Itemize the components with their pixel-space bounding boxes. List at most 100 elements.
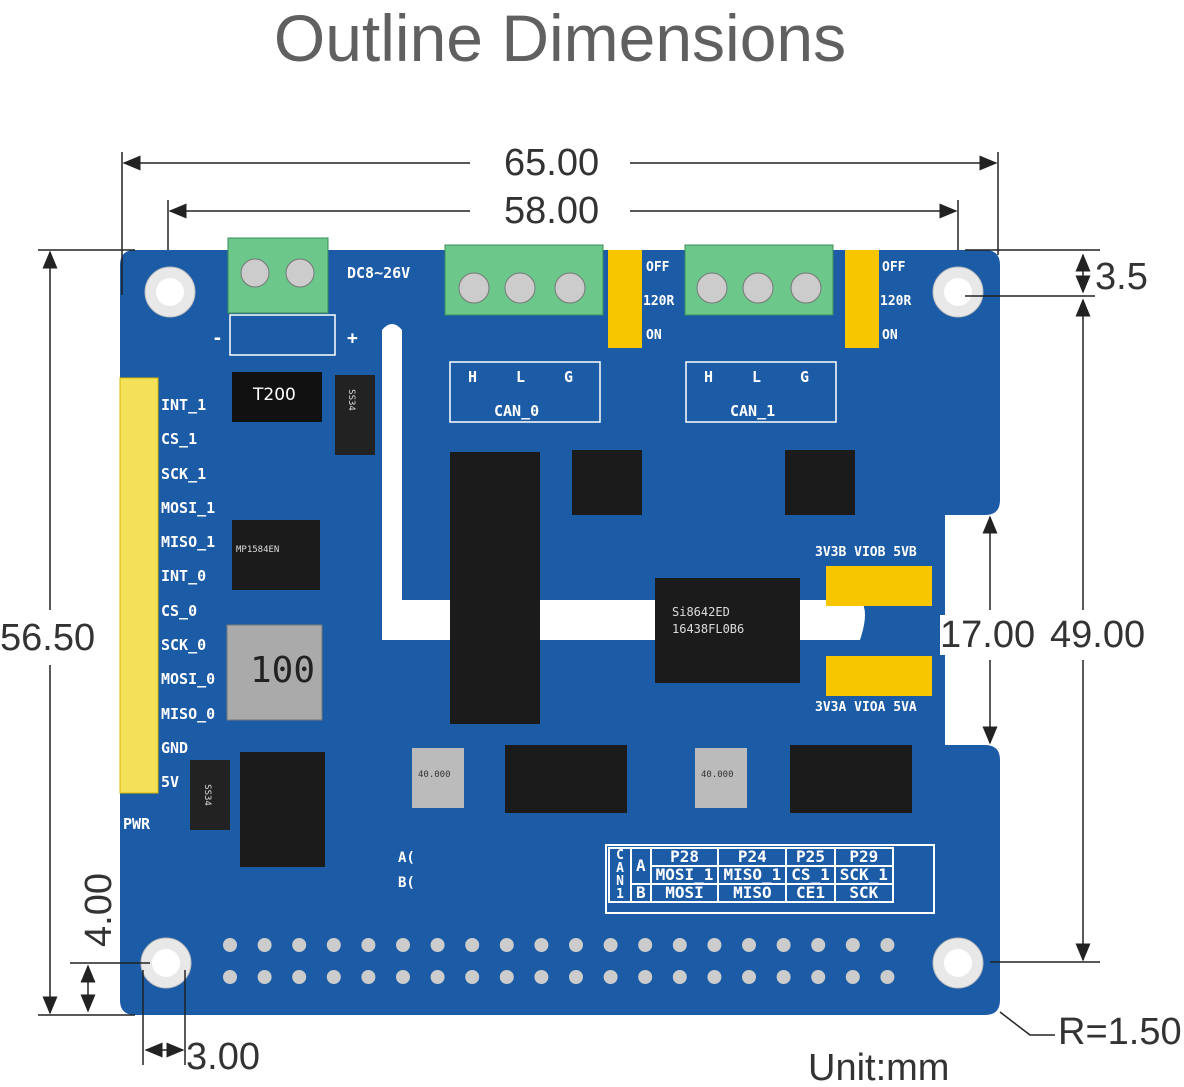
- table-cell: P24: [717, 847, 788, 867]
- gpio-pad: [672, 970, 687, 984]
- jumper0-on: ON: [646, 328, 662, 343]
- pin-label: INT_0: [161, 567, 207, 586]
- gpio-pad: [707, 938, 722, 952]
- table-cell: SCK: [833, 883, 894, 903]
- gpio-pad: [396, 970, 410, 984]
- gpio-pad: [776, 938, 791, 952]
- pin-label: SCK_1: [161, 464, 207, 483]
- gpio-pad: [292, 970, 307, 984]
- gpio-pad: [776, 970, 791, 984]
- pwr-label: PWR: [123, 815, 151, 833]
- pin-label: 5V: [161, 773, 180, 792]
- gpio-pad: [811, 970, 826, 984]
- jumper0-120r: 120R: [643, 294, 675, 309]
- pin-label: INT_1: [161, 396, 207, 414]
- gpio-pad: [569, 970, 583, 984]
- gpio-pad: [223, 938, 237, 952]
- dim-hole-spacing-x: 58.00: [500, 191, 604, 231]
- terminal-blocks: [227, 237, 834, 316]
- vio-b-label: 3V3B VIOB 5VB: [815, 545, 917, 560]
- dim-width-total: 65.00: [500, 143, 604, 183]
- gpio-pins: [223, 938, 895, 984]
- can0-pin-g: G: [564, 368, 574, 386]
- can0-pin-h: H: [468, 368, 478, 386]
- gpio-pad: [361, 970, 376, 984]
- table-cell: P28: [649, 847, 720, 867]
- table-cell: MISO_1: [717, 865, 788, 885]
- table-row-a: A: [630, 847, 652, 885]
- gpio-pad: [396, 938, 410, 952]
- gpio-pad: [638, 970, 653, 984]
- table-cell: MOSI_1: [649, 865, 720, 885]
- can0-label: CAN_0: [494, 402, 540, 420]
- pin-label: MISO_1: [161, 533, 216, 552]
- dim-hole-offset-left: 3.00: [186, 1036, 260, 1078]
- vio-a-label: 3V3A VIOA 5VA: [815, 700, 917, 715]
- gpio-pad: [845, 938, 860, 952]
- chip-si8642ed: Si8642ED: [672, 605, 730, 619]
- pin-label: MISO_0: [161, 704, 216, 723]
- pin-label: CS_1: [161, 430, 198, 449]
- gpio-pad: [603, 970, 618, 984]
- jumper1-120r: 120R: [880, 294, 912, 309]
- gpio-pad: [603, 938, 618, 952]
- can1-pin-l: L: [752, 368, 762, 386]
- dim-hole-offset-top: 3.5: [1095, 256, 1148, 298]
- gpio-pad: [707, 970, 722, 984]
- table-side-label: CAN1: [608, 847, 632, 903]
- gpio-pad: [845, 970, 860, 984]
- table-row-b: B: [630, 883, 652, 903]
- gpio-pad: [326, 970, 341, 984]
- minus-label: -: [212, 328, 223, 349]
- table-cell: P29: [833, 847, 894, 867]
- select-b-label: B(: [398, 875, 415, 891]
- gpio-pad: [742, 938, 756, 952]
- gpio-pad: [499, 970, 514, 984]
- chip-t200: T200: [250, 385, 299, 405]
- chip-isolator-code: 16438FL0B6: [672, 622, 745, 636]
- gpio-pad: [430, 938, 445, 952]
- gpio-pad: [430, 970, 445, 984]
- unit-label: Unit:mm: [808, 1047, 950, 1087]
- pin-label: GND: [161, 738, 189, 757]
- select-a-label: A(: [398, 850, 415, 866]
- table-cell: SCK_1: [833, 865, 894, 885]
- gpio-pad: [880, 938, 895, 952]
- gpio-pad: [465, 938, 480, 952]
- dim-corner-radius: R=1.50: [1058, 1011, 1182, 1053]
- pin-label: MOSI_1: [161, 498, 216, 517]
- can1-label: CAN_1: [730, 402, 776, 420]
- gpio-pad: [326, 938, 341, 952]
- chip-ss34-top: SS34: [345, 389, 356, 411]
- gpio-pad: [880, 970, 895, 984]
- power-input-label: DC8~26V: [347, 264, 411, 282]
- gpio-pad: [223, 970, 237, 984]
- gpio-pad: [257, 970, 272, 984]
- can1-pin-table: CAN1 A P28 P24 P25 P29 MOSI_1 MISO_1 CS_…: [608, 847, 894, 903]
- table-cell: MISO: [717, 883, 788, 903]
- header-pin-labels: INT_1 CS_1 SCK_1 MOSI_1 MISO_1 INT_0 CS_…: [161, 388, 215, 800]
- dim-hole-spacing-y: 49.00: [1050, 614, 1146, 656]
- gpio-pad: [672, 938, 687, 952]
- gpio-pad: [499, 938, 514, 952]
- jumper0-off: OFF: [646, 260, 670, 275]
- gpio-pad: [361, 938, 376, 952]
- gpio-pad: [569, 938, 583, 952]
- chip-ss34-bottom: SS34: [201, 784, 212, 806]
- gpio-pad: [292, 938, 307, 952]
- can1-pin-g: G: [800, 368, 810, 386]
- table-cell: CS_1: [785, 865, 836, 885]
- pin-label: CS_0: [161, 601, 198, 620]
- dim-height-total: 56.50: [0, 617, 96, 659]
- jumper1-on: ON: [882, 328, 898, 343]
- gpio-pad: [465, 970, 480, 984]
- gpio-pad: [534, 970, 549, 984]
- dim-hole-offset-bottom: 4.00: [77, 873, 120, 947]
- inductor-100: 100: [250, 650, 316, 691]
- table-cell: MOSI: [649, 883, 720, 903]
- pin-label: MOSI_0: [161, 670, 216, 689]
- chip-mp1584en: MP1584EN: [236, 545, 280, 555]
- can1-pin-h: H: [704, 368, 714, 386]
- dim-notch-height: 17.00: [940, 614, 1036, 656]
